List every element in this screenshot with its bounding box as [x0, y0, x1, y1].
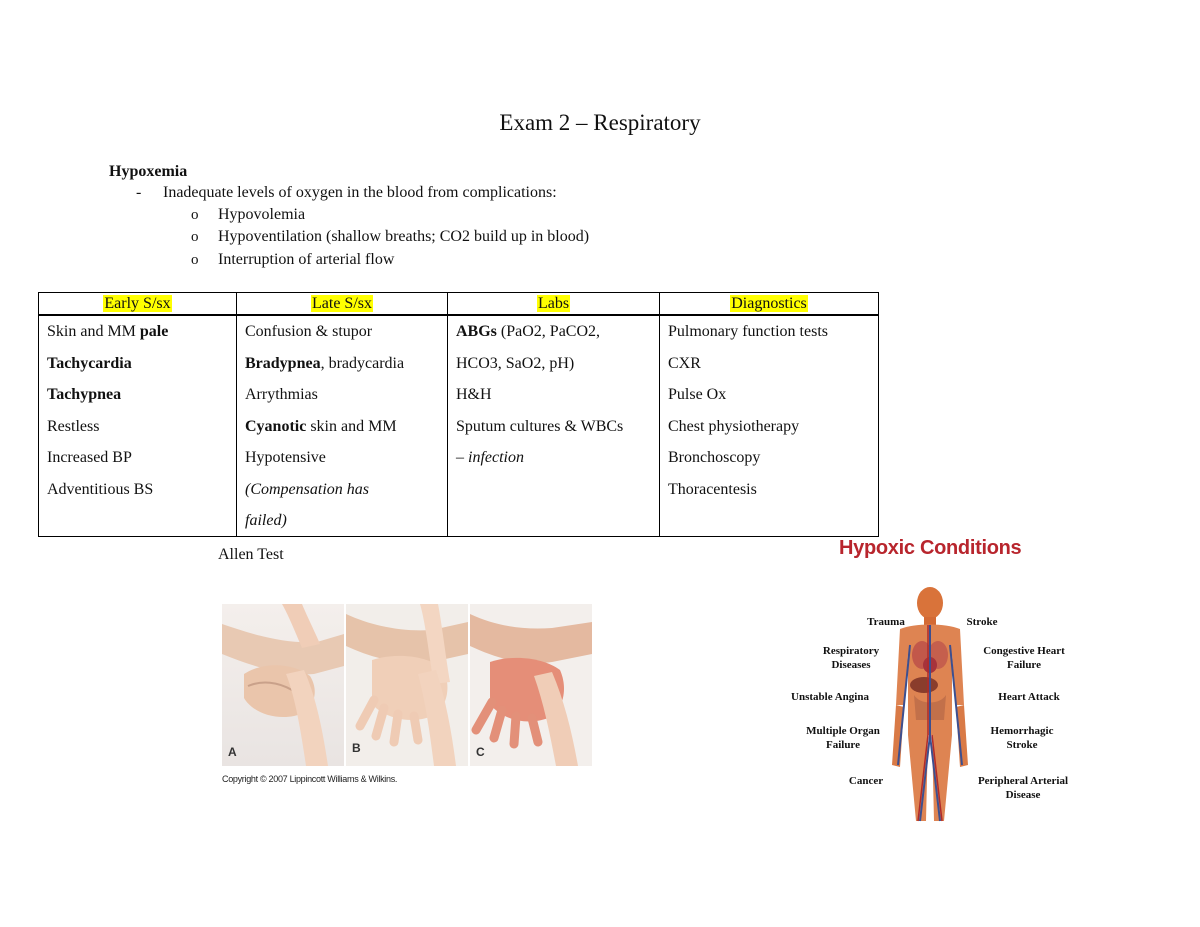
panel-letter-c: C: [476, 745, 485, 759]
cell-text: Confusion & stupor: [245, 323, 373, 340]
cell-text: ABGs (PaO2, PaCO2,: [456, 323, 601, 340]
panel-letter-a: A: [228, 745, 237, 759]
sub-bullet-marker: o: [191, 252, 199, 268]
photo-panel-b: B: [346, 604, 468, 766]
anatomy-figure: [892, 587, 968, 822]
condition-label: Cancer: [848, 775, 884, 787]
copyright-text: Copyright © 2007 Lippincott Williams & W…: [222, 774, 398, 784]
table-header-row: Early S/sx Late S/sx Labs Diagnostics: [38, 292, 879, 316]
cell-text: Pulse Ox: [668, 386, 727, 403]
header-late: Late S/sx: [236, 292, 448, 316]
cell-text: Cyanotic skin and MM: [245, 417, 397, 435]
photo-panel-c: C: [470, 604, 592, 766]
cell-text: (Compensation has failed): [245, 480, 369, 529]
bullet-text: Inadequate levels of oxygen in the blood…: [163, 184, 557, 201]
labs-column: ABGs (PaO2, PaCO2, HCO3, SaO2, pH) H&H S…: [447, 315, 660, 537]
header-early: Early S/sx: [38, 292, 237, 316]
photo-panel-a: A: [222, 604, 344, 766]
late-column: Confusion & stupor Bradypnea, bradycardi…: [236, 315, 448, 537]
allen-test-label: Allen Test: [218, 546, 284, 563]
condition-label: Heart Attack: [998, 691, 1060, 703]
sub-item: Hypoventilation (shallow breaths; CO2 bu…: [218, 228, 590, 245]
cell-text: Pulmonary function tests: [668, 323, 828, 340]
sub-item: Hypovolemia: [218, 206, 306, 223]
sub-bullet-marker: o: [191, 229, 199, 245]
cell-text: Skin and MM pale: [47, 323, 169, 340]
section-heading: Hypoxemia: [109, 163, 188, 180]
hypoxic-title: Hypoxic Conditions: [839, 537, 1022, 559]
table-row: Skin and MM pale Tachycardia Tachypnea R…: [38, 315, 879, 537]
cell-text: Bronchoscopy: [668, 449, 761, 466]
condition-label: Stroke: [966, 616, 998, 628]
cell-text: Arrythmias: [245, 386, 318, 403]
cell-text: Tachypnea: [47, 386, 122, 403]
cell-text: Restless: [47, 417, 100, 435]
panel-letter-b: B: [352, 741, 361, 755]
cell-text: Thoracentesis: [668, 480, 757, 498]
cell-text: H&H: [456, 386, 492, 403]
cell-text: Hypotensive: [245, 449, 326, 466]
cell-text: Tachycardia: [47, 354, 132, 372]
header-labs: Labs: [447, 292, 660, 316]
cell-text: Adventitious BS: [47, 480, 154, 498]
bullet-dash: -: [136, 184, 142, 201]
header-diagnostics: Diagnostics: [659, 292, 879, 316]
diagnostics-column: Pulmonary function tests CXR Pulse Ox Ch…: [659, 315, 879, 537]
cell-text: CXR: [668, 354, 701, 372]
cell-text: HCO3, SaO2, pH): [456, 354, 575, 372]
cell-text: Increased BP: [47, 449, 132, 466]
allen-test-photos: A B C: [222, 604, 592, 766]
sub-bullet-marker: o: [191, 207, 199, 223]
cell-text: Bradypnea, bradycardia: [245, 354, 405, 372]
condition-label: Unstable Angina: [791, 691, 869, 703]
page-title: Exam 2 – Respiratory: [499, 110, 701, 135]
early-column: Skin and MM pale Tachycardia Tachypnea R…: [38, 315, 237, 537]
cell-text: Sputum cultures & WBCs: [456, 417, 624, 435]
cell-text: – infection: [456, 449, 524, 466]
sub-item: Interruption of arterial flow: [218, 251, 395, 268]
signs-table: Early S/sx Late S/sx Labs Diagnostics Sk…: [38, 292, 879, 537]
condition-label: Trauma: [867, 616, 905, 628]
cell-text: Chest physiotherapy: [668, 417, 800, 435]
